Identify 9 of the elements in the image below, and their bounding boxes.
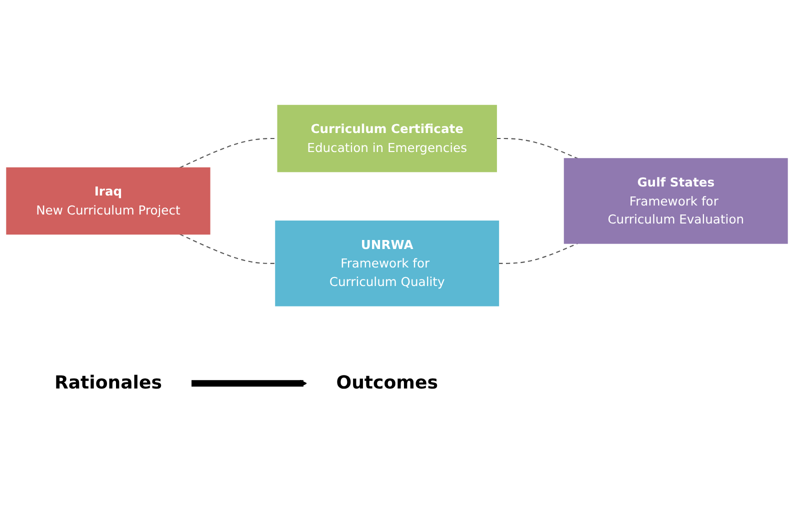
node-box: Curriculum Certificate Education in Emergencies: [277, 104, 497, 172]
arrow: [192, 380, 308, 388]
connector: [496, 138, 578, 159]
connector: [180, 234, 276, 264]
node-text: Outcomes: [336, 373, 438, 394]
node-box: Iraq New Curriculum Project: [6, 167, 210, 235]
node-box: UNRWA Framework for Curriculum Quality: [275, 220, 500, 306]
node-box: Gulf States Framework for Curriculum Evaluation: [564, 158, 788, 244]
node-text: Rationales: [54, 373, 162, 394]
